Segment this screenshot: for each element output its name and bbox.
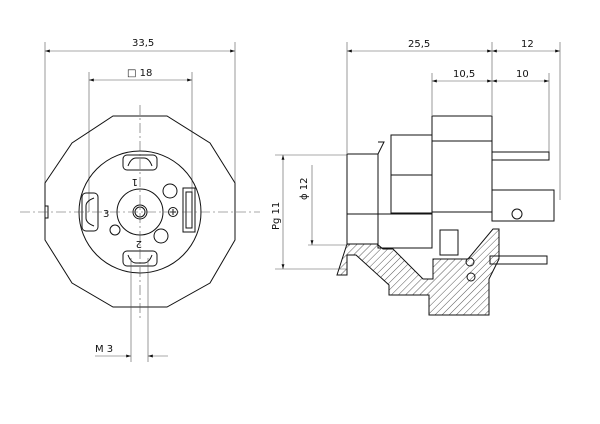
pin-label-2: 2	[136, 238, 142, 249]
dim-pin-inner-label: 10	[516, 69, 529, 80]
contact-block	[431, 115, 493, 213]
dim-width-label: 33,5	[132, 38, 154, 49]
dim-thread-label: M 3	[95, 344, 113, 355]
dim-pins-label: 12	[521, 39, 534, 50]
pin-upper	[491, 151, 550, 161]
earth-pin	[491, 189, 555, 222]
housing-outline	[44, 115, 236, 308]
pin-lower	[489, 255, 548, 265]
dim-pg-label: Pg 11	[271, 202, 282, 230]
dim-square-label: □ 18	[127, 68, 152, 79]
dim-total-label: 25,5	[408, 39, 430, 50]
pin-label-1: 1	[132, 176, 138, 187]
side-view: 25,5 12 10,5 10 Pg 11 ϕ 12	[271, 39, 561, 316]
front-view: 33,5 □ 18 1 2 3 M 3	[20, 38, 260, 362]
pin-label-3: 3	[103, 209, 109, 220]
earth-contact	[182, 187, 196, 233]
dim-diameter-label: ϕ 12	[299, 178, 310, 201]
section-hatching	[336, 228, 500, 316]
dim-block-label: 10,5	[453, 69, 475, 80]
